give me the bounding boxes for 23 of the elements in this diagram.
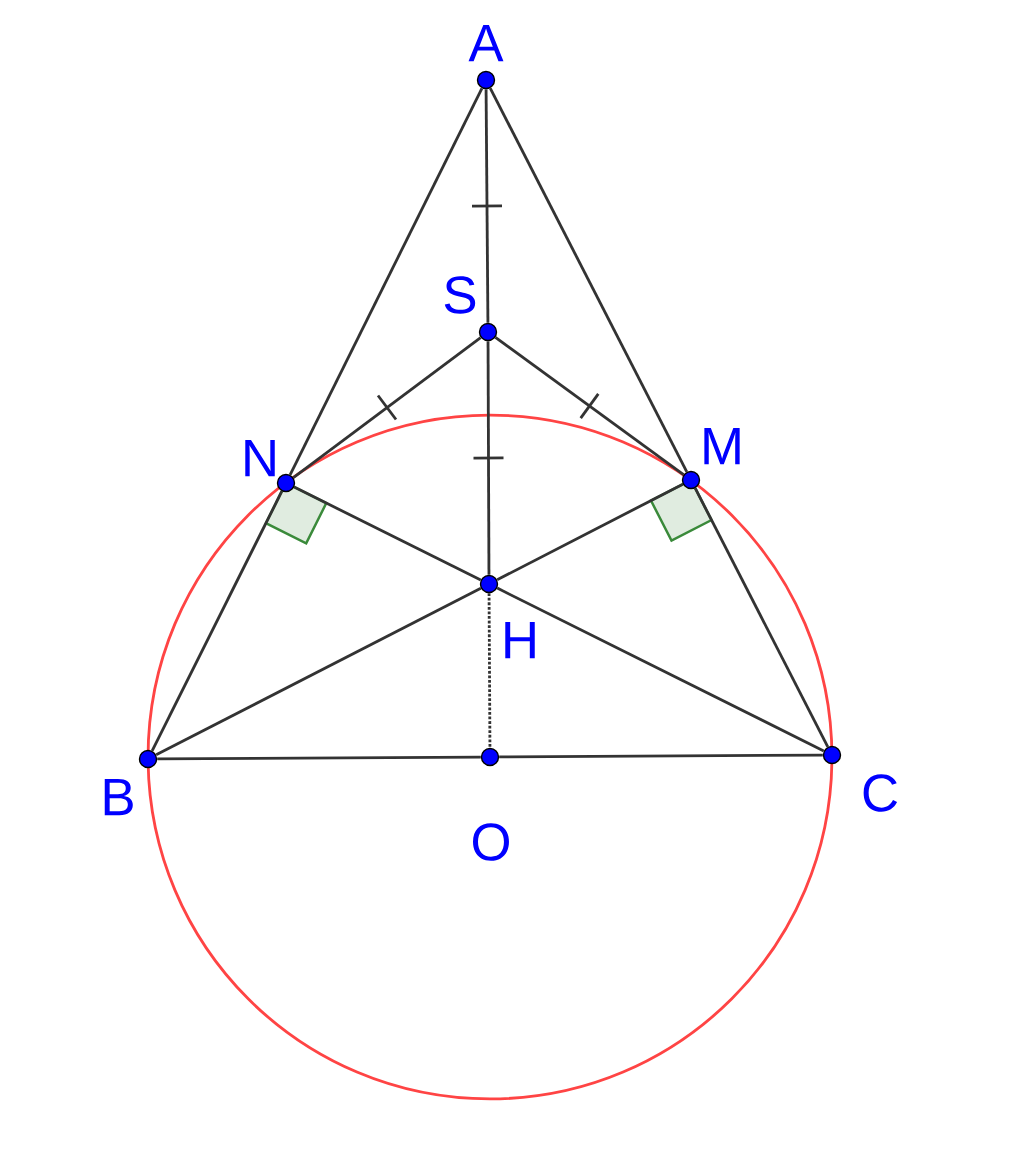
line-segment xyxy=(494,336,685,476)
line-segment xyxy=(157,755,481,761)
line-segment xyxy=(487,593,492,748)
line-segment xyxy=(150,490,284,752)
point-label: B xyxy=(104,778,133,816)
line-segment xyxy=(288,87,484,476)
line-segment xyxy=(292,336,482,479)
line-segment xyxy=(488,87,689,473)
line-segment xyxy=(496,586,825,753)
line-segment xyxy=(693,487,830,748)
line-segment xyxy=(496,482,684,582)
point-label: O xyxy=(473,823,509,861)
point-label: N xyxy=(245,439,275,477)
line-segment xyxy=(486,341,491,575)
line-segment xyxy=(155,586,482,757)
point-label: M xyxy=(704,427,740,465)
point-label: H xyxy=(505,621,535,659)
line-segment xyxy=(484,89,490,323)
line-segment xyxy=(293,485,482,582)
line-segment xyxy=(499,753,823,759)
point-label: A xyxy=(468,24,504,62)
point-label: C xyxy=(863,774,898,812)
point-label: S xyxy=(444,276,476,314)
